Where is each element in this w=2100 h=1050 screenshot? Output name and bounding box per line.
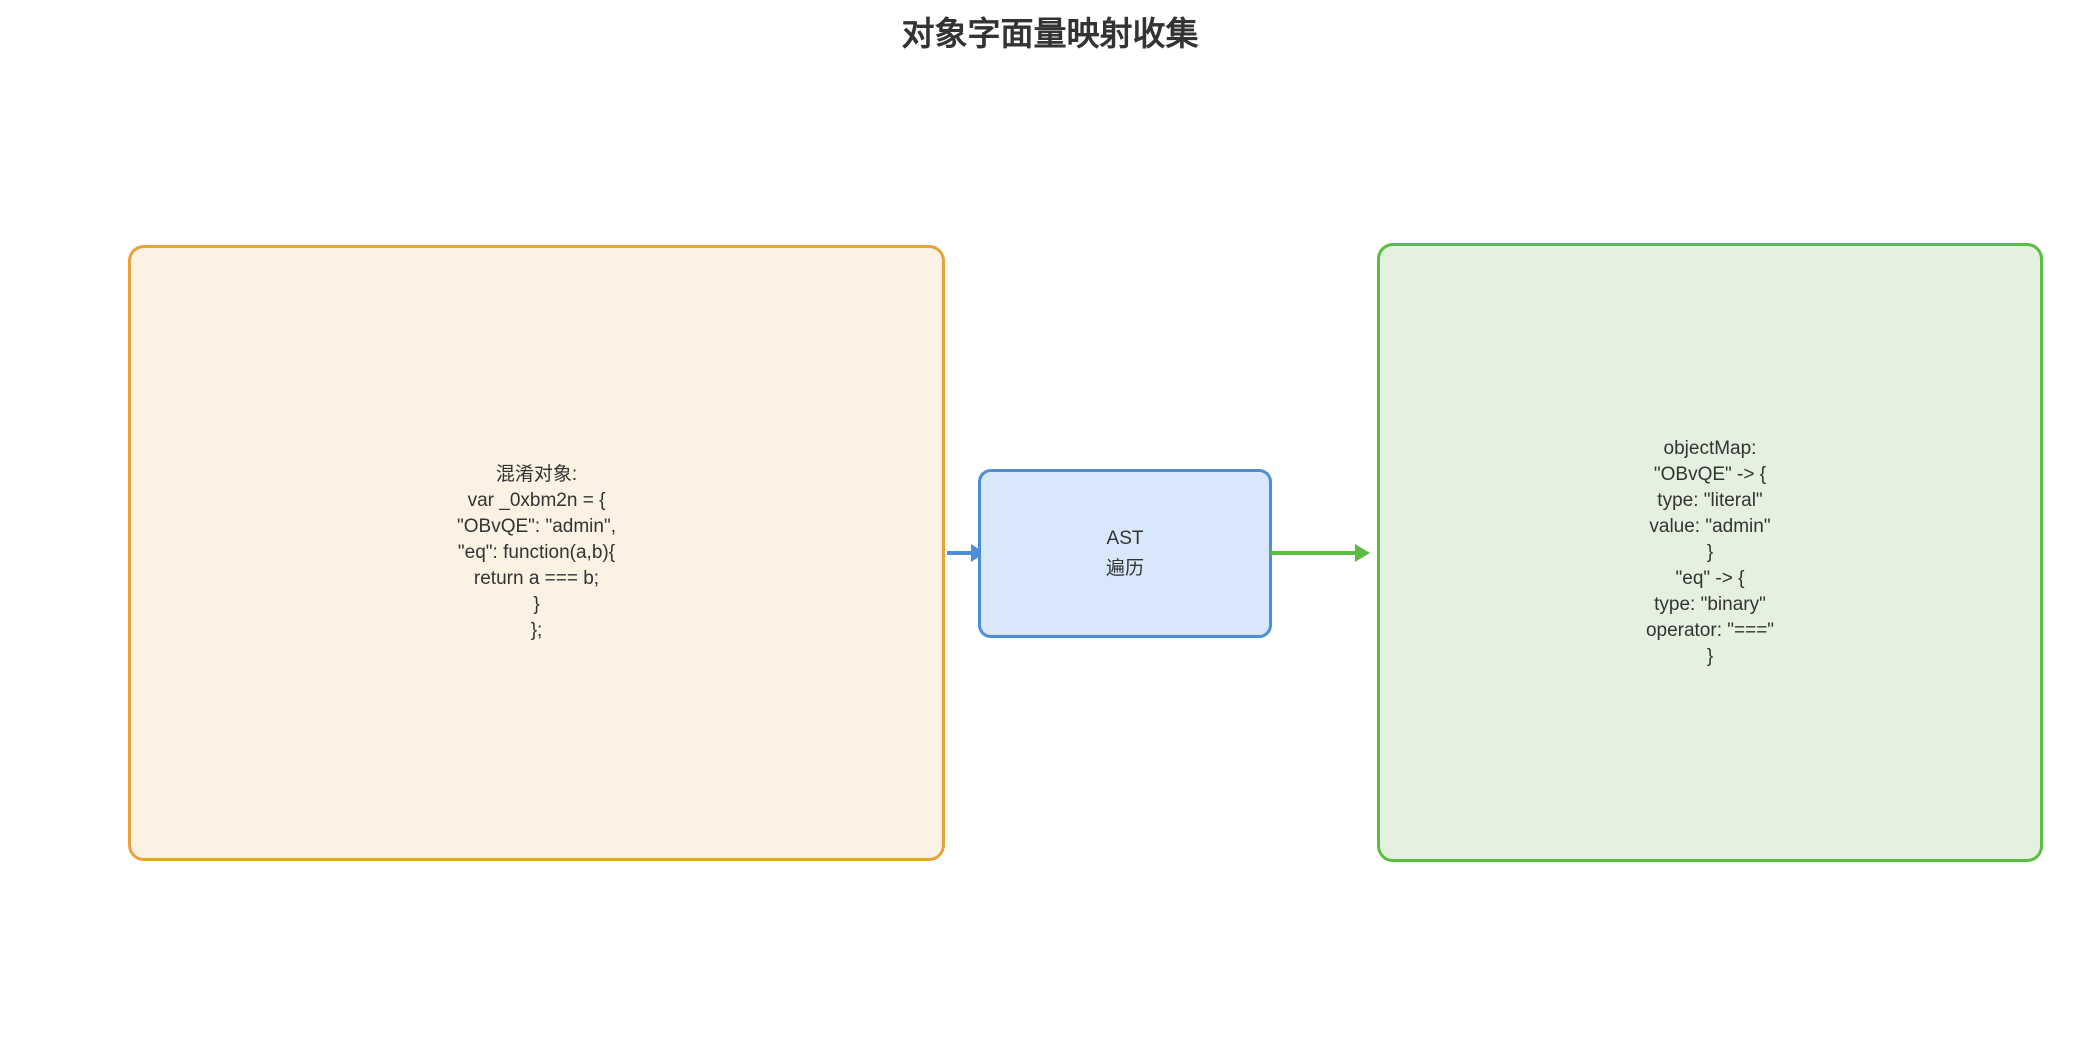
code-line: return a === b; — [473, 568, 600, 589]
object-map-node: objectMap: "OBvQE" -> { type: "literal" … — [1377, 243, 2043, 862]
code-line: type: "binary" — [1654, 593, 1766, 615]
code-line: objectMap: — [1663, 437, 1757, 459]
code-line: "OBvQE": "admin", — [457, 516, 616, 537]
code-line: } — [533, 594, 540, 615]
code-line: 混淆对象: — [495, 464, 578, 485]
code-line: } — [1706, 541, 1714, 563]
arrow-head-icon — [1355, 544, 1370, 562]
arrow-shaft — [947, 551, 973, 555]
code-line: var _0xbm2n = { — [467, 490, 606, 511]
code-line: type: "literal" — [1657, 489, 1763, 511]
label-line: AST — [1106, 527, 1144, 549]
code-line: operator: "===" — [1645, 619, 1775, 641]
ast-traversal-label: AST 遍历 — [1106, 524, 1144, 584]
ast-traversal-node: AST 遍历 — [978, 469, 1272, 638]
code-line: "eq": function(a,b){ — [457, 542, 616, 563]
code-line: "eq" -> { — [1675, 567, 1745, 589]
code-line: value: "admin" — [1649, 515, 1771, 537]
object-map-code: objectMap: "OBvQE" -> { type: "literal" … — [1646, 436, 1774, 670]
obfuscated-object-code: 混淆对象: var _0xbm2n = { "OBvQE": "admin", … — [457, 462, 616, 644]
code-line: } — [1706, 645, 1714, 667]
code-line: "OBvQE" -> { — [1653, 463, 1767, 485]
diagram-title: 对象字面量映射收集 — [901, 15, 1199, 52]
arrow-shaft — [1270, 551, 1356, 555]
code-line: }; — [530, 620, 543, 641]
obfuscated-object-node: 混淆对象: var _0xbm2n = { "OBvQE": "admin", … — [128, 245, 945, 861]
label-line: 遍历 — [1105, 557, 1144, 579]
